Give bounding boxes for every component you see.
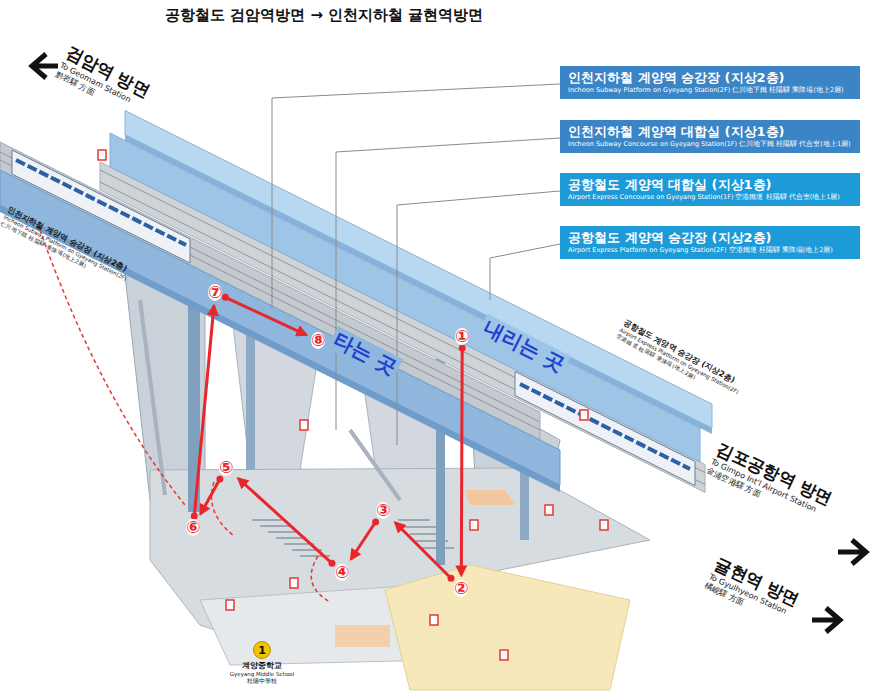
- route-dot: [372, 519, 379, 526]
- step-number: ④: [335, 564, 349, 581]
- sign-marker: [600, 520, 608, 530]
- title-text: 공항철도 검암역방면 → 인천지하철 귤현역방면: [165, 6, 483, 25]
- direction-arrow: [838, 540, 866, 564]
- route-dot: [329, 560, 336, 567]
- sign-marker: [500, 650, 508, 660]
- label-text: Gyeyang Middle School: [222, 671, 302, 678]
- route-arrow: [194, 306, 214, 516]
- label-text: 내리는 곳: [477, 314, 571, 378]
- exit-number: 1: [253, 641, 271, 659]
- step-digit: ⑧: [311, 332, 325, 349]
- route-arrow: [351, 522, 376, 559]
- plaza-area: [335, 625, 390, 647]
- step-number: ③: [376, 502, 390, 519]
- step-number: ①: [455, 328, 469, 345]
- label-text: 타는 곳: [327, 326, 403, 381]
- step-number: ⑧: [311, 332, 325, 349]
- label-group: 인천지하철 계양역 승강장 (지상2층)Incheon Subway Platf…: [0, 205, 132, 288]
- callout-box: 공항철도 계양역 대합실 (지상1층)Airport Express Conco…: [560, 173, 860, 206]
- exit-digit: 1: [258, 645, 266, 656]
- callout-box: 인천지하철 계양역 승강장 (지상2층)Incheon Subway Platf…: [560, 66, 860, 99]
- plaza-area: [465, 490, 515, 505]
- step-number: ②: [454, 580, 468, 597]
- rail: [0, 152, 540, 422]
- label-group: 계양중학교Gyeyang Middle School桂陽中學校: [222, 661, 302, 685]
- step-digit: ④: [335, 564, 349, 581]
- label-text: 계양중학교: [222, 661, 302, 671]
- step-digit: ⑤: [219, 459, 233, 476]
- leader-line: [336, 138, 560, 430]
- sign-marker: [545, 505, 553, 515]
- route-dot: [448, 575, 455, 582]
- step-digit: ③: [376, 502, 390, 519]
- label-text: 공항철도 계양역 승강장 (지상2층): [621, 318, 744, 390]
- box-heading: 공항철도 계양역 대합실 (지상1층): [568, 177, 852, 193]
- label-group: 공항철도 계양역 승강장 (지상2층)Airport Express Platf…: [615, 318, 745, 402]
- label-text: Airport Express Platform on Gyeyang Stat…: [618, 327, 740, 396]
- step-digit: ⑥: [186, 519, 200, 536]
- walk-path: [311, 556, 330, 602]
- sign-marker: [300, 420, 308, 430]
- step-number: ⑥: [186, 519, 200, 536]
- sign-marker: [580, 410, 588, 420]
- route-arrow: [225, 297, 306, 335]
- incheon-platform-side: [0, 205, 560, 492]
- route-dot: [459, 345, 466, 352]
- strut: [350, 430, 400, 500]
- step-digit: ②: [454, 580, 468, 597]
- incheon-platform: [0, 170, 560, 485]
- route-arrow: [238, 479, 332, 564]
- callout-box: 인천지하철 계양역 대합실 (지상1층)Incheon Subway Conco…: [560, 120, 860, 153]
- sign-marker: [98, 150, 106, 160]
- leader-line: [490, 244, 560, 300]
- step-number: ⑤: [219, 459, 233, 476]
- label-group: 검암역 방면To Geomam Station黔岩驛 方面: [53, 42, 153, 120]
- airport-track: [100, 162, 705, 493]
- leader-line: [397, 191, 560, 445]
- sign-marker: [290, 578, 298, 588]
- step-digit: ①: [455, 328, 469, 345]
- route-dot: [216, 476, 223, 483]
- sign-marker: [470, 520, 478, 530]
- route-arrow: [460, 348, 464, 575]
- label-text: 인천지하철 계양역 승강장 (지상2층): [5, 205, 132, 276]
- sign-marker: [226, 600, 234, 610]
- strut: [140, 300, 165, 495]
- route-dot: [222, 294, 229, 301]
- step-number: ⑦: [208, 284, 222, 301]
- label-group: 내리는 곳: [477, 314, 571, 378]
- route-arrow: [395, 523, 451, 579]
- box-heading: 인천지하철 계양역 대합실 (지상1층): [568, 124, 852, 140]
- sign-marker: [430, 615, 438, 625]
- label-group: 귤현역 방면To Gyulhyeon Station橘峴驛 方面: [703, 553, 803, 629]
- label-text: 桂陽中學校: [222, 678, 302, 685]
- box-body: Incheon Subway Platform on Gyeyang Stati…: [568, 86, 852, 95]
- label-group: 타는 곳: [327, 326, 403, 381]
- step-digit: ⑦: [208, 284, 222, 301]
- box-body: Airport Express Platform on Gyeyang Stat…: [568, 246, 852, 255]
- box-body: Airport Express Concourse on Gyeyang Sta…: [568, 193, 852, 202]
- leader-line: [272, 84, 560, 308]
- callout-box: 공항철도 계양역 승강장 (지상2층)Airport Express Platf…: [560, 226, 860, 259]
- sidewalk-area: [385, 565, 630, 690]
- direction-arrow: [812, 608, 840, 632]
- box-heading: 인천지하철 계양역 승강장 (지상2층): [568, 70, 852, 86]
- box-body: Incheon Subway Concourse on Gyeyang Stat…: [568, 140, 852, 149]
- label-text: Incheon Subway Platform on Gyeyang Stati…: [2, 214, 127, 282]
- box-heading: 공항철도 계양역 승강장 (지상2층): [568, 230, 852, 246]
- label-group: 김포공항역 방면To Gimpo Int'l Airport Station金浦…: [705, 438, 836, 528]
- incheon-track: [0, 142, 540, 440]
- route-arrow: [201, 479, 220, 514]
